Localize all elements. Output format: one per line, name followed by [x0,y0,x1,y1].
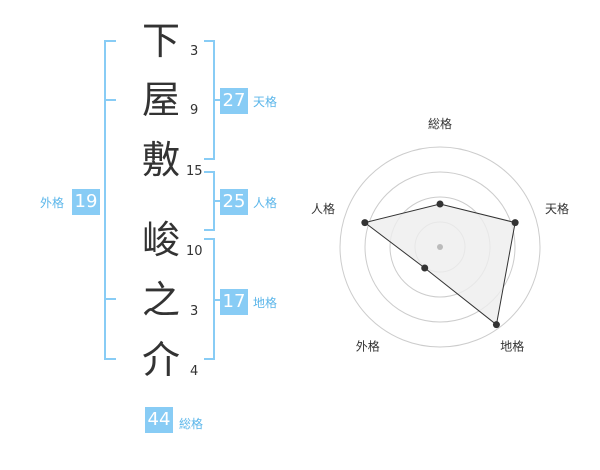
jinkaku-label: 人格 [253,196,278,210]
radar-point-4 [421,264,429,272]
stroke-count-1: 3 [190,44,199,59]
radar-axis-label-1: 総格 [428,116,452,131]
chikaku-bracket-line [204,238,221,360]
stroke-count-3: 15 [186,164,203,179]
radar-axis-label-4: 外格 [356,339,380,354]
name-char-6: 介 [141,338,180,382]
soukaku-label: 総格 [179,417,204,431]
name-char-4: 峻 [141,218,180,262]
tenkaku-label: 天格 [253,95,278,109]
radar-point-1 [436,200,444,208]
stroke-count-4: 10 [186,244,203,259]
radar-center-dot [437,244,443,250]
radar-axis-label-5: 人格 [311,201,335,216]
radar-axis-label-2: 天格 [545,201,569,216]
name-char-3: 敷 [141,138,180,182]
radar-axis-label-3: 地格 [500,339,524,354]
name-char-1: 下 [141,19,180,63]
radar-ring [339,146,541,348]
stroke-count-5: 3 [190,304,199,319]
radar-point-3 [492,321,500,329]
tenkaku-bracket-line [204,40,221,160]
chikaku-value: 17 [220,289,248,315]
stroke-count-6: 4 [190,364,199,379]
name-char-2: 屋 [141,78,180,122]
tenkaku-value: 27 [220,88,248,114]
radar-polygon [363,203,516,326]
gaikaku-label: 外格 [40,196,65,210]
gaikaku-bracket-line [104,40,116,360]
chikaku-label: 地格 [253,296,278,310]
gaikaku-value: 19 [72,189,100,215]
radar-point-2 [511,219,519,227]
stroke-count-2: 9 [190,103,199,118]
jinkaku-bracket-line [204,171,221,231]
name-char-5: 之 [141,278,180,322]
jinkaku-value: 25 [220,189,248,215]
radar-ring [364,171,516,323]
soukaku-value: 44 [145,407,173,433]
radar-point-5 [361,219,369,227]
